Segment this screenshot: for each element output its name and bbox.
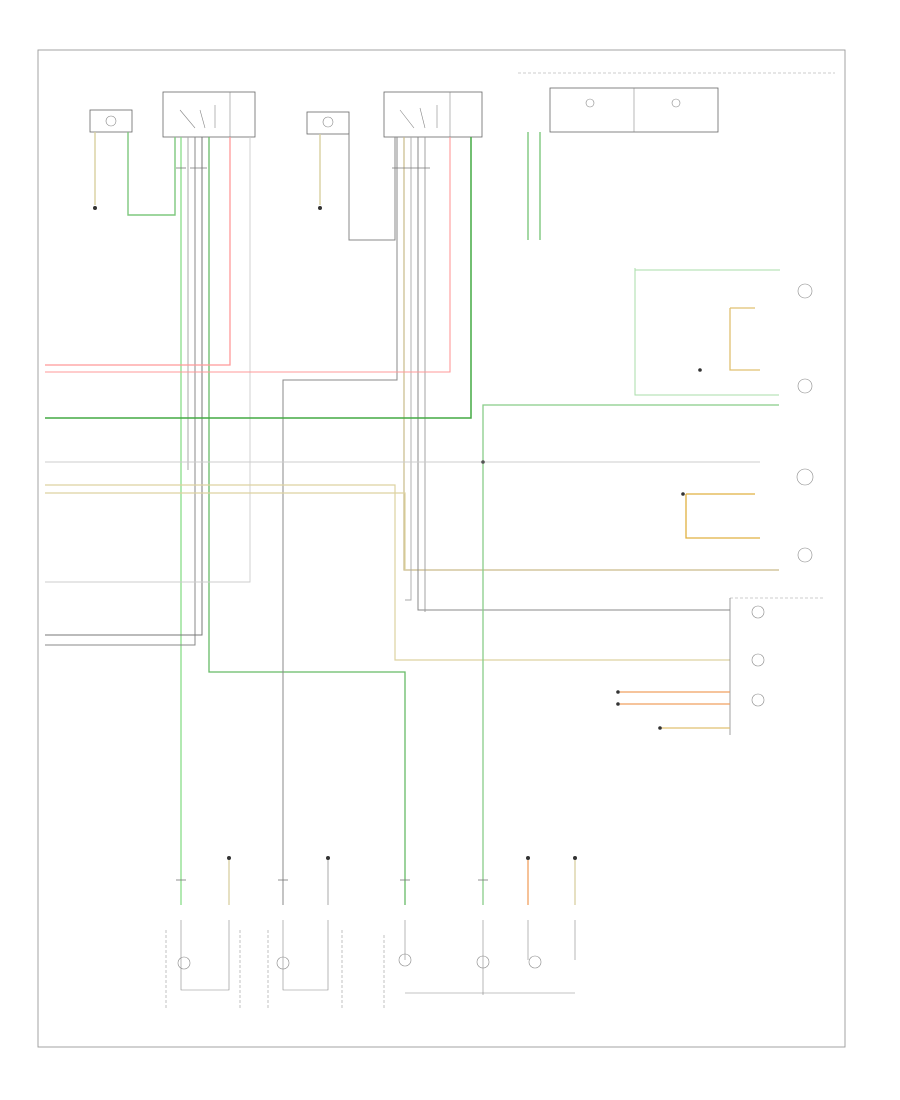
right-turn-lamp-box: [89, 109, 133, 133]
right-backup-lamp-icon: [528, 955, 542, 969]
combination-switch-right-box: [383, 91, 483, 138]
stop-lamp-icon: [751, 605, 765, 619]
right-stoplamp-icon: [796, 468, 814, 486]
diagram-frame: [37, 49, 846, 1048]
tail-lamp-icon: [751, 653, 765, 667]
ground-point-2: [318, 206, 322, 210]
right-stop-lamp-icon: [398, 953, 412, 967]
right-front-marker-icon: [177, 956, 191, 970]
ground-point: [93, 206, 97, 210]
left-front-marker-icon: [276, 956, 290, 970]
left-turn-lamp-box: [306, 111, 350, 135]
left-license-lamp-icon: [797, 378, 813, 394]
right-tail-lamp-icon: [476, 955, 490, 969]
right-license-lamp-icon: [797, 283, 813, 299]
lamp-bulb-icon-2: [322, 116, 334, 128]
connector-marks: [176, 167, 488, 881]
lamp-bulb-icon: [105, 115, 117, 127]
indicator-right-icon: [671, 98, 681, 108]
left-stoplamp-icon: [797, 547, 813, 563]
combination-switch-left-box: [162, 91, 256, 138]
backup-lamp-icon: [751, 693, 765, 707]
indicator-left-icon: [585, 98, 595, 108]
